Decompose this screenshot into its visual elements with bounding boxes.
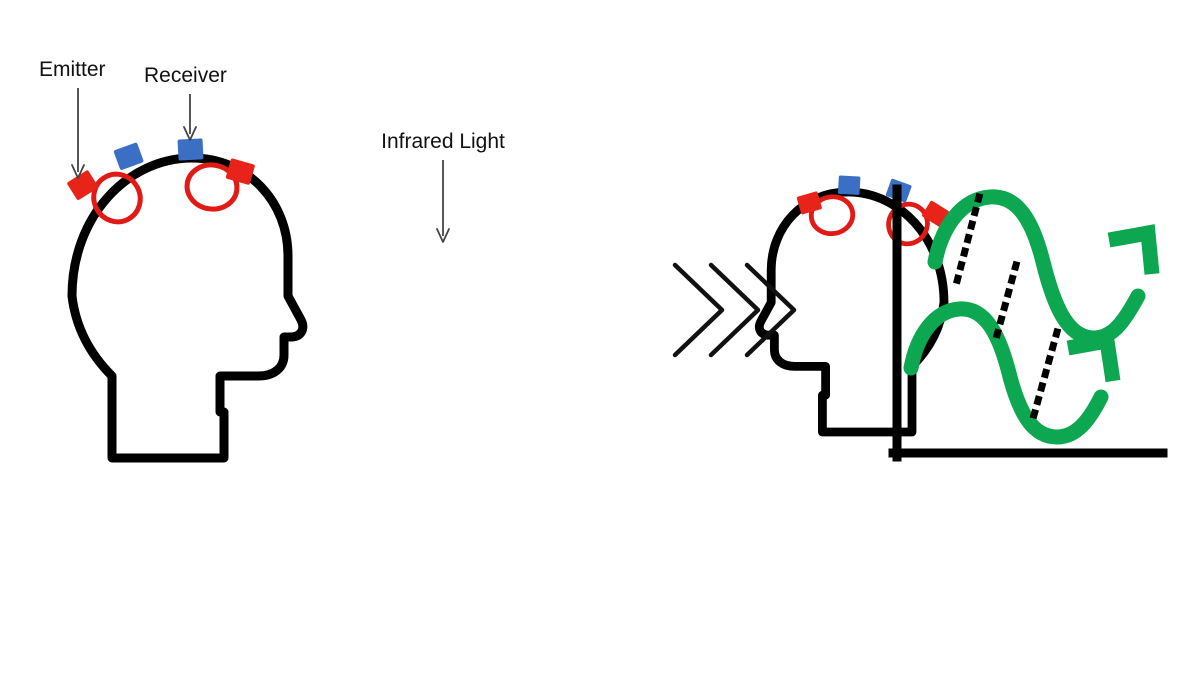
chart-connector-dotted-1 [950, 192, 984, 294]
head-left-group [67, 138, 308, 463]
chevron-right-icon-2 [708, 262, 761, 358]
chevron-right-icon-1 [672, 262, 725, 358]
infrared-light-annotation: Infrared Light [381, 130, 505, 243]
optode-emitter-left-2[interactable] [225, 158, 255, 185]
flow-chevrons [672, 262, 797, 358]
optode-emitter-left-1[interactable] [67, 170, 99, 201]
optode-receiver-right-2[interactable] [837, 175, 861, 195]
photon-path-left-1 [91, 171, 143, 225]
optode-emitter-right-1[interactable] [921, 200, 949, 227]
photon-path-left-2 [184, 162, 240, 212]
optode-emitter-right-2[interactable] [796, 191, 822, 215]
emitter-annotation: Emitter [39, 58, 106, 179]
emitter-label: Emitter [39, 58, 106, 81]
signal-series-hbo [927, 189, 1146, 346]
optode-receiver-left-2[interactable] [177, 138, 204, 161]
chevron-right-icon-3 [744, 262, 797, 358]
emitter-arrowhead-icon [71, 164, 85, 179]
head-outline-right [755, 187, 949, 437]
receiver-label: Receiver [144, 64, 227, 87]
optode-receiver-left-1[interactable] [113, 142, 144, 170]
head-outline-left [67, 153, 308, 463]
infrared-arrowhead-icon [436, 228, 450, 243]
signal-series-hbr-arrowhead-icon [1066, 332, 1121, 383]
signal-series-hbo-arrowhead-icon [1107, 224, 1160, 275]
signal-chart [888, 184, 1168, 462]
photon-path-right-2 [808, 194, 856, 237]
chart-connector-dotted-3 [1029, 327, 1062, 420]
signal-series-hbr [903, 301, 1109, 445]
infrared-light-label: Infrared Light [381, 130, 505, 153]
receiver-arrowhead-icon [183, 126, 197, 141]
receiver-annotation: Receiver [144, 64, 227, 141]
chart-connector-dotted-2 [992, 260, 1021, 340]
